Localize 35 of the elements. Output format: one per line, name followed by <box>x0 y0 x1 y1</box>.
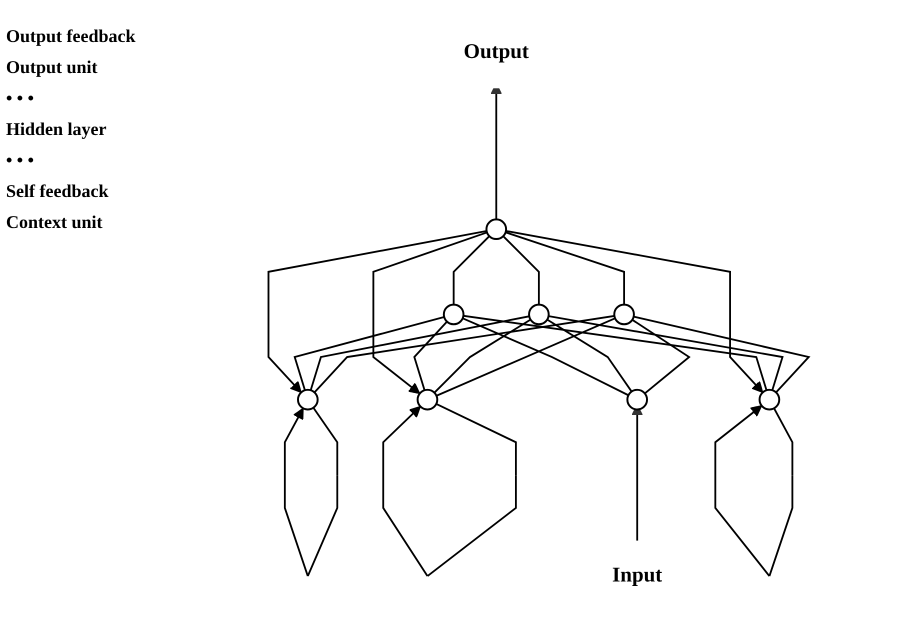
connector <box>436 318 616 397</box>
node-text: Input <box>612 564 663 587</box>
diagram-label: Context unit <box>6 212 104 233</box>
arrow <box>506 230 764 393</box>
diagram-label: Hidden layer <box>6 119 108 140</box>
connector <box>506 231 626 305</box>
connector <box>462 318 630 396</box>
node-circle <box>443 304 465 326</box>
connector <box>464 314 768 391</box>
connector <box>310 315 530 391</box>
node-circle <box>297 388 320 410</box>
arrow <box>268 230 488 393</box>
diagram-label: • • • <box>6 150 35 171</box>
node-circle <box>528 304 550 326</box>
node-text: Output <box>464 41 530 64</box>
connector <box>547 318 633 392</box>
diagram-label: Output feedback <box>6 26 137 47</box>
node-circle <box>758 388 781 410</box>
diagram-label: • • • <box>6 88 35 109</box>
connector <box>453 236 490 305</box>
node-circle <box>417 388 439 410</box>
connector <box>502 236 540 305</box>
diagram-label: Self feedback <box>6 181 110 202</box>
connector <box>314 315 615 394</box>
connector <box>294 316 445 391</box>
connector <box>634 316 811 394</box>
connector <box>632 319 692 394</box>
connector <box>548 315 784 391</box>
node-circle <box>626 388 648 410</box>
node-circle <box>614 304 636 326</box>
connector <box>414 321 448 391</box>
diagram-label: Output unit <box>6 57 99 78</box>
node-circle <box>486 218 508 240</box>
connector <box>434 318 532 394</box>
arrow <box>372 232 488 394</box>
